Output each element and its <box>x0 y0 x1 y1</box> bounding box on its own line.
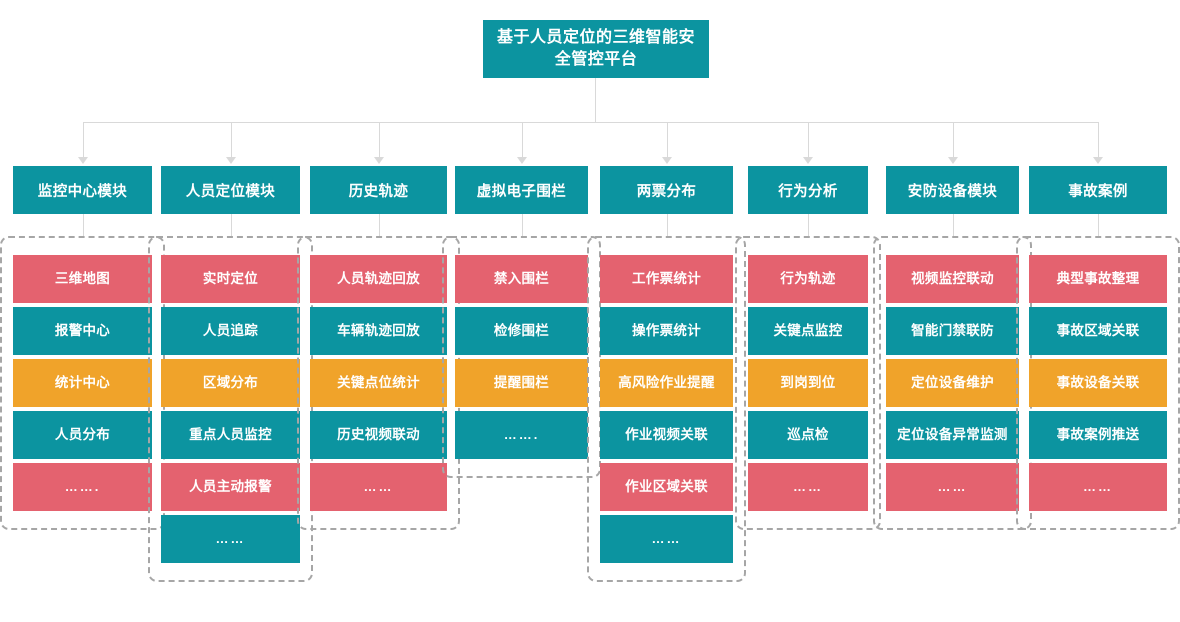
column-header-3[interactable]: 历史轨迹 <box>310 166 447 214</box>
module-group-2 <box>148 236 313 582</box>
module-group-5 <box>587 236 746 582</box>
module-item[interactable]: 禁入围栏 <box>455 255 588 303</box>
module-group-8 <box>1016 236 1180 530</box>
column-drop-connector <box>230 122 232 158</box>
header-group-connector <box>808 214 809 236</box>
module-item[interactable]: 操作票统计 <box>600 307 733 355</box>
column-header-7[interactable]: 安防设备模块 <box>886 166 1019 214</box>
column-drop-connector <box>1098 122 1099 158</box>
module-item[interactable]: 定位设备异常监测 <box>886 411 1019 459</box>
column-header-1[interactable]: 监控中心模块 <box>13 166 152 214</box>
column-drop-connector <box>952 122 954 158</box>
column-drop-connector <box>378 122 380 158</box>
module-item[interactable]: ……. <box>455 411 588 459</box>
header-group-connector <box>82 214 84 236</box>
arrow-down-icon <box>803 157 813 164</box>
arrow-down-icon <box>373 157 384 164</box>
header-group-connector <box>952 214 954 236</box>
module-item[interactable]: 人员主动报警 <box>161 463 300 511</box>
module-item[interactable]: 作业区域关联 <box>600 463 733 511</box>
module-item[interactable]: 历史视频联动 <box>310 411 447 459</box>
module-item[interactable]: 作业视频关联 <box>600 411 733 459</box>
module-item[interactable]: 关键点位统计 <box>310 359 447 407</box>
module-item[interactable]: 定位设备维护 <box>886 359 1019 407</box>
module-item[interactable]: 智能门禁联防 <box>886 307 1019 355</box>
module-item[interactable]: 三维地图 <box>13 255 152 303</box>
module-item[interactable]: …… <box>310 463 447 511</box>
module-item[interactable]: 人员分布 <box>13 411 152 459</box>
arrow-down-icon <box>77 157 88 164</box>
module-item[interactable]: …… <box>886 463 1019 511</box>
module-item[interactable]: 事故区域关联 <box>1029 307 1167 355</box>
module-item[interactable]: 人员轨迹回放 <box>310 255 447 303</box>
module-item[interactable]: …… <box>1029 463 1167 511</box>
module-item[interactable]: 重点人员监控 <box>161 411 300 459</box>
column-drop-connector <box>808 122 809 158</box>
module-item[interactable]: 视频监控联动 <box>886 255 1019 303</box>
module-item[interactable]: 区域分布 <box>161 359 300 407</box>
bus-connector <box>82 122 1098 123</box>
module-item[interactable]: 提醒围栏 <box>455 359 588 407</box>
header-group-connector <box>378 214 380 236</box>
header-group-connector <box>666 214 668 236</box>
module-item[interactable]: 检修围栏 <box>455 307 588 355</box>
module-item[interactable]: 到岗到位 <box>748 359 868 407</box>
column-header-2[interactable]: 人员定位模块 <box>161 166 300 214</box>
arrow-down-icon <box>225 157 236 164</box>
module-item[interactable]: 事故设备关联 <box>1029 359 1167 407</box>
column-header-8[interactable]: 事故案例 <box>1029 166 1167 214</box>
column-drop-connector <box>666 122 668 158</box>
module-item[interactable]: 行为轨迹 <box>748 255 868 303</box>
module-item[interactable]: …… <box>161 515 300 563</box>
column-header-6[interactable]: 行为分析 <box>748 166 868 214</box>
module-item[interactable]: 高风险作业提醒 <box>600 359 733 407</box>
module-item[interactable]: 实时定位 <box>161 255 300 303</box>
header-group-connector <box>230 214 232 236</box>
column-drop-connector <box>82 122 84 158</box>
arrow-down-icon <box>1093 157 1103 164</box>
module-item[interactable]: 统计中心 <box>13 359 152 407</box>
module-item[interactable]: 典型事故整理 <box>1029 255 1167 303</box>
arrow-down-icon <box>661 157 672 164</box>
module-item[interactable]: ……. <box>13 463 152 511</box>
module-item[interactable]: 事故案例推送 <box>1029 411 1167 459</box>
column-drop-connector <box>521 122 523 158</box>
module-item[interactable]: 工作票统计 <box>600 255 733 303</box>
header-group-connector <box>521 214 523 236</box>
arrow-down-icon <box>516 157 527 164</box>
module-item[interactable]: …… <box>748 463 868 511</box>
module-group-6 <box>735 236 881 530</box>
arrow-down-icon <box>947 157 958 164</box>
trunk-connector <box>595 78 596 122</box>
column-header-4[interactable]: 虚拟电子围栏 <box>455 166 588 214</box>
platform-title: 基于人员定位的三维智能安全管控平台 <box>483 20 709 78</box>
module-item[interactable]: …… <box>600 515 733 563</box>
column-header-5[interactable]: 两票分布 <box>600 166 733 214</box>
module-item[interactable]: 人员追踪 <box>161 307 300 355</box>
module-item[interactable]: 报警中心 <box>13 307 152 355</box>
module-item[interactable]: 关键点监控 <box>748 307 868 355</box>
module-item[interactable]: 车辆轨迹回放 <box>310 307 447 355</box>
module-group-4 <box>442 236 601 478</box>
header-group-connector <box>1098 214 1099 236</box>
module-item[interactable]: 巡点检 <box>748 411 868 459</box>
